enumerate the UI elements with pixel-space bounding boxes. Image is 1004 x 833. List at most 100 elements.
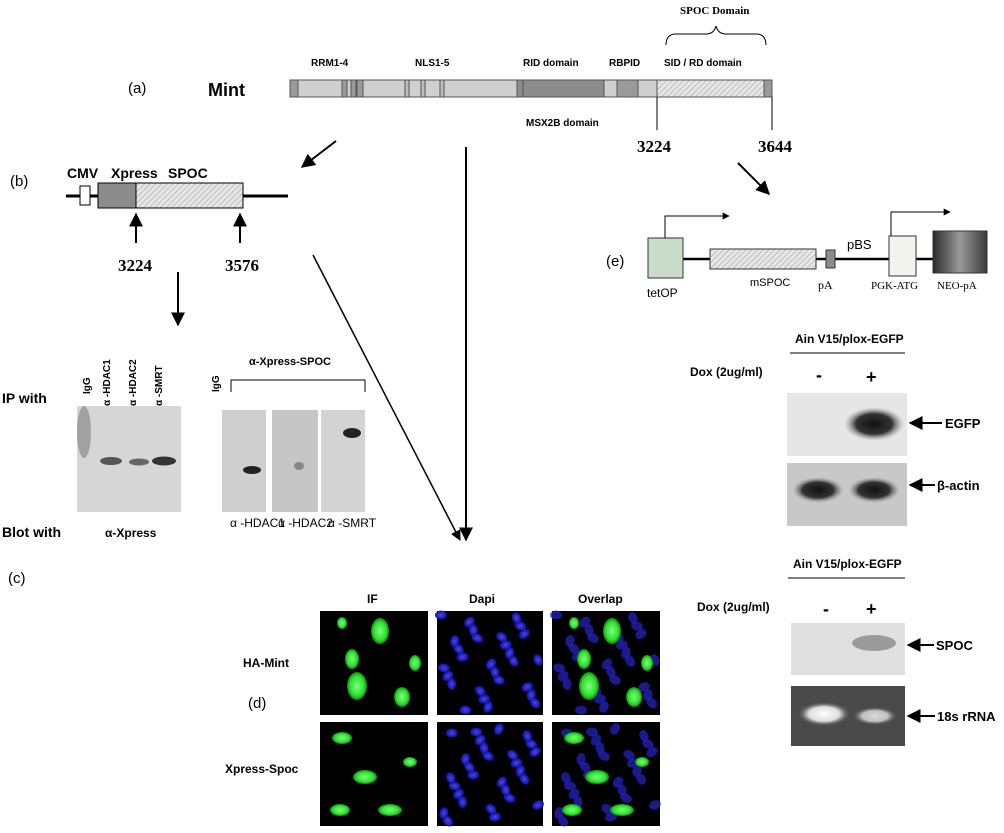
right-group-bracket bbox=[230, 379, 366, 392]
position-3644-a: 3644 bbox=[758, 137, 793, 156]
pgk-box bbox=[888, 235, 917, 277]
rrm-domain-segment bbox=[341, 79, 348, 98]
western-cell-line: Ain V15/plox-EGFP bbox=[795, 332, 904, 346]
micrograph-xpress-spoc-if bbox=[320, 722, 428, 826]
nls-segment bbox=[420, 79, 426, 98]
rbpid-label: RBPID bbox=[609, 58, 640, 69]
cmv-label: CMV bbox=[67, 165, 99, 181]
rrna-band-label: 18s rRNA bbox=[937, 709, 996, 724]
actin-band-plus bbox=[848, 477, 900, 503]
mint-label: Mint bbox=[208, 80, 245, 100]
mspoc-box bbox=[709, 248, 817, 270]
rrm-domain-segment bbox=[356, 79, 364, 98]
western-dox-label: Dox (2ug/ml) bbox=[690, 365, 763, 379]
neo-label: NEO-pA bbox=[937, 280, 977, 292]
panel-b-xpress-spoc-construct: (b) CMV Xpress SPOC 3224 3576 bbox=[10, 165, 288, 327]
rid-domain-segment bbox=[516, 79, 524, 98]
northern-dox-label: Dox (2ug/ml) bbox=[697, 600, 770, 614]
rid-label: RID domain bbox=[523, 58, 579, 69]
sid-rd-label: SID / RD domain bbox=[664, 58, 742, 69]
blot-band-right-hdac2 bbox=[294, 462, 304, 470]
spoc-label-b: SPOC bbox=[168, 165, 208, 181]
spoc-domain-box bbox=[135, 182, 244, 209]
row-label-xpress-spoc: Xpress-Spoc bbox=[225, 762, 299, 776]
actin-band-label: β-actin bbox=[937, 478, 980, 493]
column-header-if: IF bbox=[367, 592, 378, 606]
right-blot-label-hdac2: α -HDAC2 bbox=[278, 516, 333, 530]
western-minus: - bbox=[816, 365, 822, 385]
blot-antibody-left: α-Xpress bbox=[105, 526, 157, 540]
coip-blot-hdac2 bbox=[272, 410, 318, 512]
northern-cell-line: Ain V15/plox-EGFP bbox=[793, 557, 902, 571]
right-group-label: α-Xpress-SPOC bbox=[249, 356, 331, 368]
right-blot-label-hdac1: α -HDAC1 bbox=[230, 516, 285, 530]
xpress-tag-box bbox=[97, 182, 137, 209]
arrow-b-to-d bbox=[312, 254, 461, 541]
northern-minus: - bbox=[823, 599, 829, 619]
spoc-domain-brace bbox=[665, 25, 767, 46]
nls-segment bbox=[404, 79, 410, 98]
arrow-a-to-b bbox=[300, 140, 337, 168]
xpress-label: Xpress bbox=[111, 165, 158, 181]
c-terminal-segment bbox=[763, 79, 773, 98]
position-3224-b: 3224 bbox=[118, 256, 153, 275]
sid-rd-domain-segment bbox=[656, 79, 765, 98]
rbpid-segment bbox=[616, 79, 639, 98]
micrograph-ha-mint-overlap bbox=[550, 610, 660, 715]
northern-plus: + bbox=[866, 599, 877, 619]
msx2b-domain-segment bbox=[522, 79, 605, 98]
blot-band-right-smrt bbox=[343, 428, 361, 438]
column-header-overlap: Overlap bbox=[578, 592, 623, 606]
neo-box bbox=[932, 230, 988, 274]
ip-with-label: IP with bbox=[2, 390, 47, 406]
blot-band-right-hdac1 bbox=[243, 466, 261, 474]
tetop-box bbox=[647, 237, 684, 279]
blot-smear bbox=[77, 406, 91, 458]
western-plus: + bbox=[866, 367, 877, 387]
actin-band-minus bbox=[792, 477, 844, 503]
micrograph-xpress-spoc-overlap bbox=[552, 722, 661, 827]
right-igg-label: IgG bbox=[211, 375, 222, 392]
egfp-band-label: EGFP bbox=[945, 416, 981, 431]
pgk-promoter-arrow bbox=[890, 208, 951, 236]
spoc-band-plus bbox=[852, 635, 896, 651]
arrow-a-to-e bbox=[737, 162, 770, 195]
column-header-dapi: Dapi bbox=[469, 592, 495, 606]
spoc-band-label: SPOC bbox=[936, 638, 973, 653]
rrna-band-minus bbox=[798, 702, 850, 726]
lane-label-hdac2: α -HDAC2 bbox=[128, 359, 139, 406]
panel-letter-b: (b) bbox=[10, 173, 28, 190]
panel-letter-a: (a) bbox=[128, 80, 146, 97]
nls-label: NLS1-5 bbox=[415, 58, 450, 69]
panel-e-inducible-construct: (e) tetOP mSPOC pA pBS PGK-ATG NEO-pA Ai… bbox=[606, 208, 996, 746]
rrm-label: RRM1-4 bbox=[311, 58, 349, 69]
tetop-promoter-arrow bbox=[664, 212, 730, 238]
tetop-label: tetOP bbox=[647, 286, 678, 300]
rrm-domain-segment bbox=[350, 79, 357, 98]
lane-label-igg: IgG bbox=[82, 377, 93, 394]
micrograph-ha-mint-dapi bbox=[434, 610, 543, 715]
panel-c-coip: (c) IP with Blot with IgG α -HDAC1 α -HD… bbox=[2, 356, 377, 587]
rrna-band-plus bbox=[853, 707, 897, 725]
panel-letter-d: (d) bbox=[248, 695, 266, 712]
pa-box bbox=[825, 249, 836, 269]
right-blot-label-smrt: α -SMRT bbox=[328, 516, 377, 530]
row-label-ha-mint: HA-Mint bbox=[243, 656, 289, 670]
micrograph-ha-mint-if bbox=[320, 611, 428, 715]
pa-label: pA bbox=[818, 278, 833, 292]
rrm-domain-segment bbox=[289, 79, 299, 98]
nls-segment bbox=[439, 79, 445, 98]
coip-blot-smrt bbox=[321, 410, 365, 512]
lane-label-hdac1: α -HDAC1 bbox=[102, 359, 113, 406]
blot-with-label: Blot with bbox=[2, 524, 61, 540]
panel-letter-e: (e) bbox=[606, 253, 624, 270]
panel-d-immunofluorescence: (d) IF Dapi Overlap HA-Mint Xpress-Spoc bbox=[225, 592, 661, 827]
pbs-label: pBS bbox=[847, 237, 872, 252]
blot-band-hdac1 bbox=[100, 457, 122, 465]
blot-band-smrt bbox=[152, 456, 176, 466]
cmv-promoter-box bbox=[79, 185, 91, 206]
coip-blot-hdac1 bbox=[222, 410, 266, 512]
lane-label-smrt: α -SMRT bbox=[154, 365, 165, 406]
spoc-domain-label: SPOC Domain bbox=[680, 5, 749, 17]
egfp-band-plus bbox=[844, 407, 904, 441]
